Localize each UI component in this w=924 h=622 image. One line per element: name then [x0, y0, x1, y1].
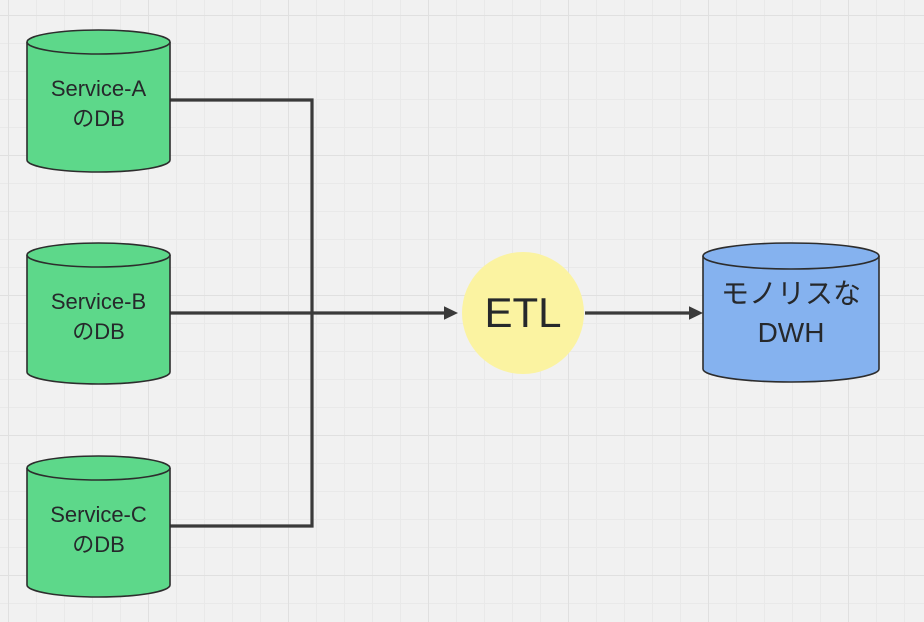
cylinder-top-arc-dwh: [702, 255, 880, 270]
arrowhead-into-dwh[interactable]: [689, 306, 703, 320]
cylinder-body-service-a[interactable]: [26, 29, 171, 173]
node-service-c-db[interactable]: [26, 455, 171, 598]
arrowhead-into-etl[interactable]: [444, 306, 458, 320]
cylinder-body-service-b[interactable]: [26, 242, 171, 385]
node-service-a-db[interactable]: [26, 29, 171, 173]
node-dwh[interactable]: [702, 242, 880, 383]
cylinder-body-service-c[interactable]: [26, 455, 171, 598]
node-etl-circle[interactable]: [462, 252, 584, 374]
cylinder-top-arc-service-a: [26, 41, 171, 55]
cylinder-body-dwh[interactable]: [702, 242, 880, 383]
node-service-b-db[interactable]: [26, 242, 171, 385]
cylinder-top-arc-service-b: [26, 254, 171, 268]
cylinder-top-arc-service-c: [26, 467, 171, 481]
